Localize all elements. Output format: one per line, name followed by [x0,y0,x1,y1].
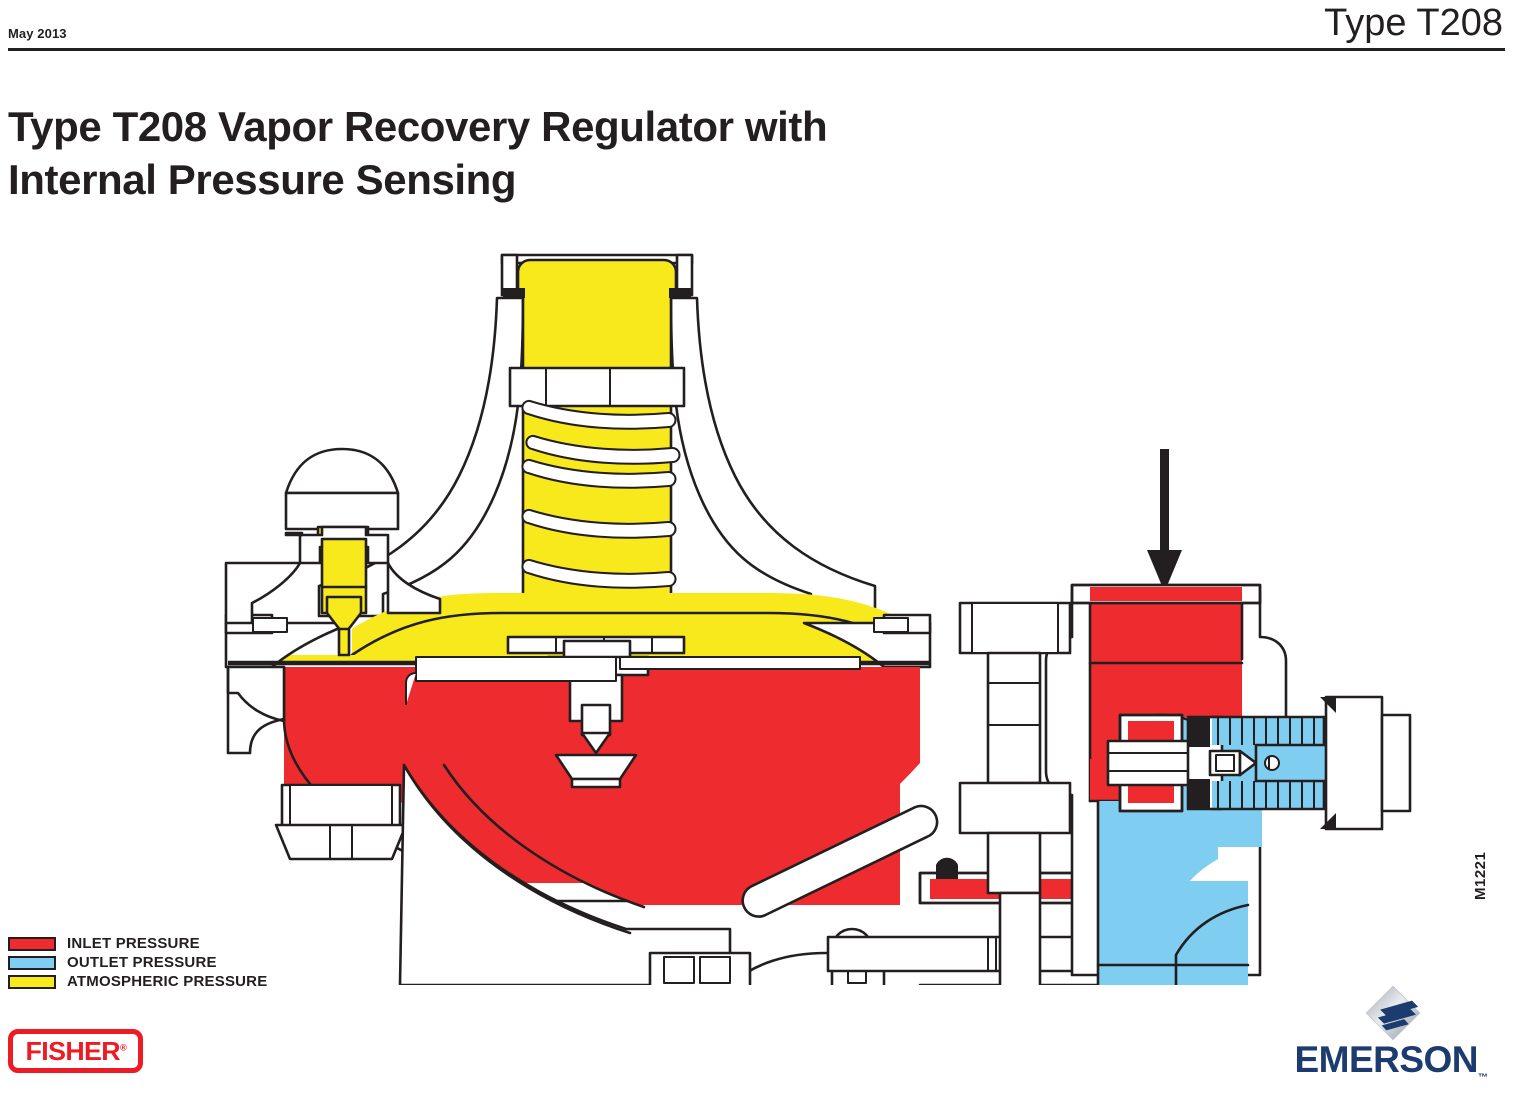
fisher-logo: FISHER® [8,1029,143,1073]
legend-swatch-inlet [8,936,56,951]
page-title-line-2: Internal Pressure Sensing [8,156,517,204]
document-date: May 2013 [8,26,67,41]
pressure-legend: INLET PRESSURE OUTLET PRESSURE ATMOSPHER… [8,934,428,991]
regulator-cutaway-drawing: .ln { fill:none; stroke:#231f20; stroke-… [0,205,1513,1085]
legend-label-inlet: INLET PRESSURE [67,935,200,952]
page-header: May 2013 Type T208 [0,0,1513,51]
legend-item-atmospheric: ATMOSPHERIC PRESSURE [8,972,428,991]
legend-label-atmospheric: ATMOSPHERIC PRESSURE [67,973,268,990]
valve-body [1044,583,1412,1079]
legend-item-outlet: OUTLET PRESSURE [8,953,428,972]
diaphragm-plate-lines [405,656,861,705]
drawing-number: M1221 [1472,851,1489,900]
legend-item-inlet: INLET PRESSURE [8,934,428,953]
emerson-wordmark: EMERSON™ [1277,1041,1505,1097]
regulator-cutaway-svg: .ln { fill:none; stroke:#231f20; stroke-… [224,253,1412,1085]
header-divider [8,48,1505,51]
legend-swatch-outlet [8,955,56,970]
document-type-label: Type T208 [1324,2,1503,44]
vent-relief-assembly [224,447,442,657]
emerson-wordmark-text: EMERSON [1294,1039,1479,1080]
emerson-logo: EMERSON™ [1277,985,1505,1083]
inlet-flow-arrow [1147,449,1182,592]
fisher-registered-mark: ® [119,1041,127,1052]
emerson-diamond-icon [1365,985,1421,1041]
emerson-trademark-mark: ™ [1478,1072,1488,1084]
fisher-wordmark: FISHER® [25,1036,126,1067]
fisher-wordmark-text: FISHER [25,1035,120,1066]
legend-swatch-atmospheric [8,974,56,989]
spring-case-assembly [317,253,877,666]
body-outline [648,951,828,989]
page-title-line-1: Type T208 Vapor Recovery Regulator with [8,103,828,151]
valve-spring [1210,715,1326,811]
legend-label-outlet: OUTLET PRESSURE [67,954,217,971]
valve-stem [826,935,1092,973]
